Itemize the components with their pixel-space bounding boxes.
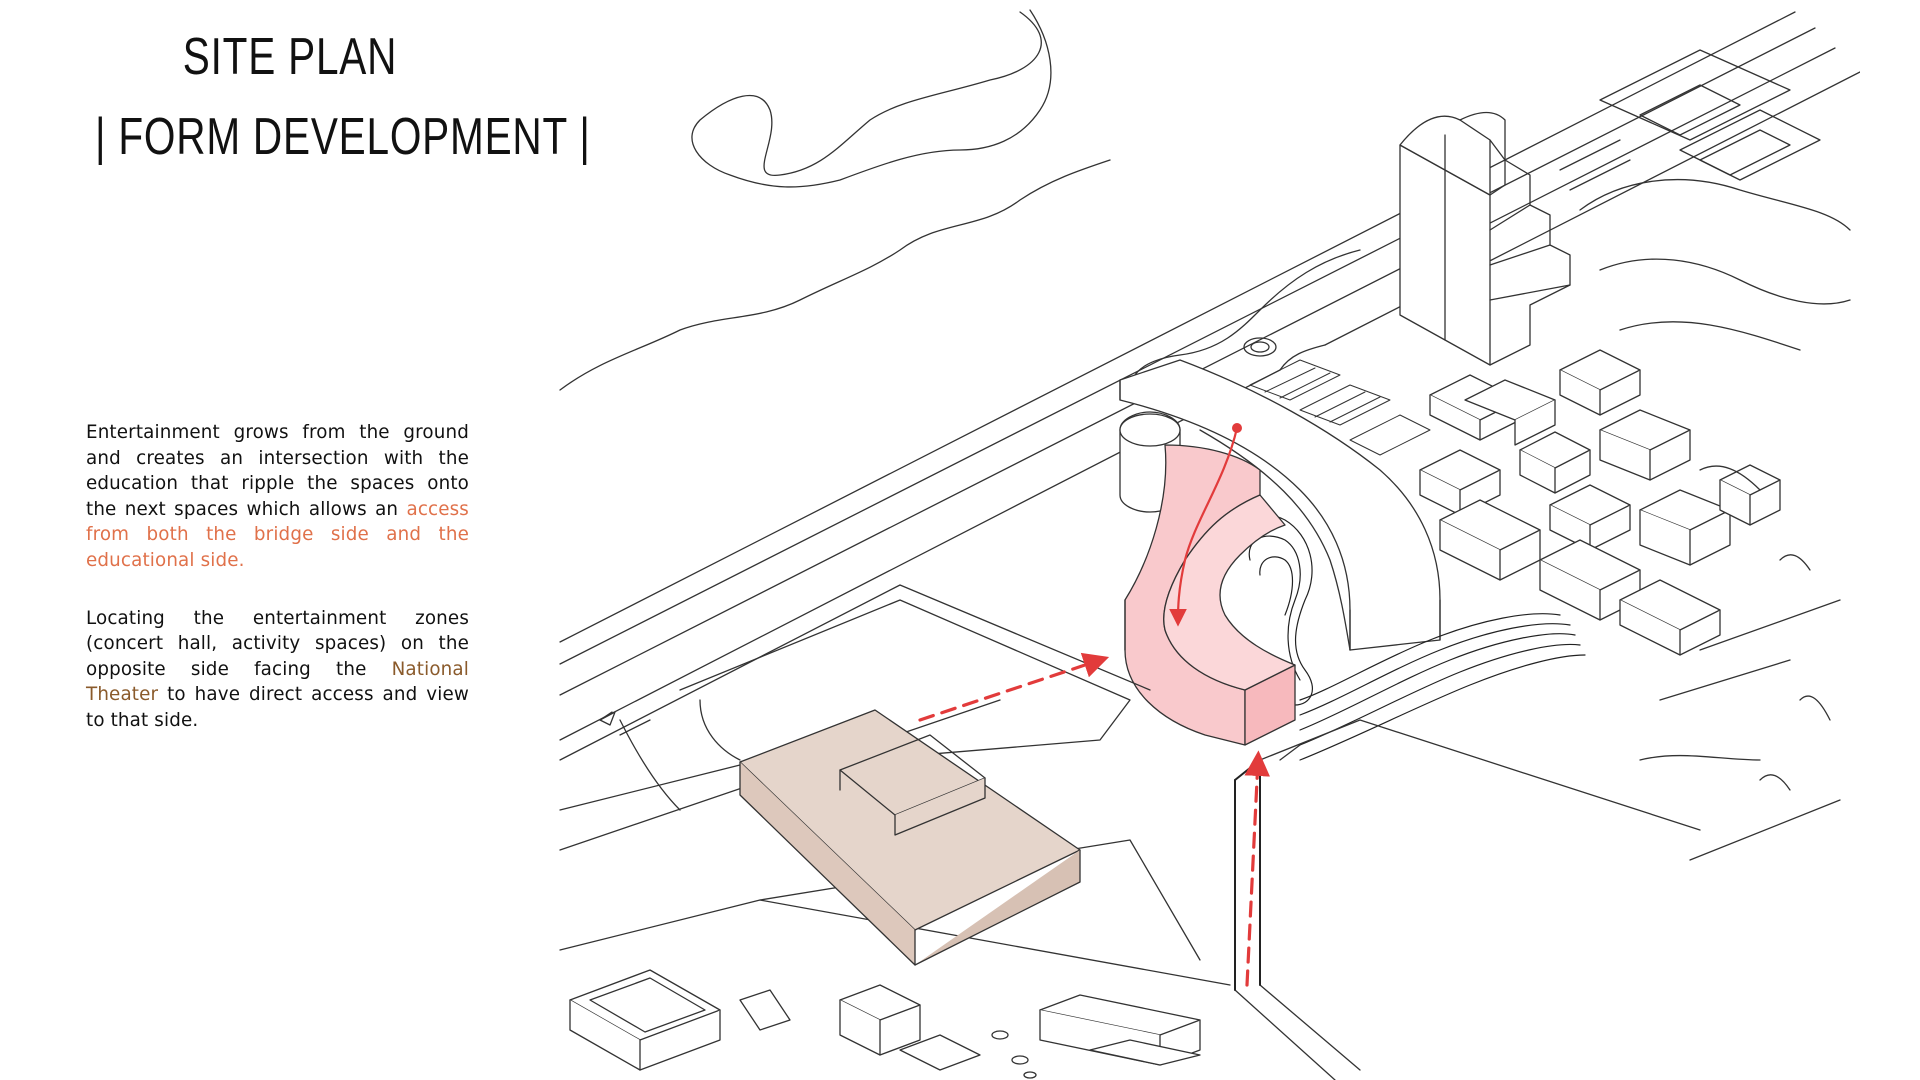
paragraph-1-highlight: access from both the bridge side and the… xyxy=(86,498,469,571)
parking-lots xyxy=(1249,359,1431,456)
ground-plots xyxy=(559,584,1841,1080)
upper-land-contour xyxy=(559,159,1111,391)
bottom-buildings xyxy=(569,969,1201,1079)
roundabout-outer xyxy=(1243,337,1277,357)
flow-arrow-curved xyxy=(1169,426,1239,627)
title-form-development: | FORM DEVELOPMENT | xyxy=(95,108,591,166)
access-arrow-from-theater xyxy=(918,652,1110,722)
road-edge-1 xyxy=(559,11,1796,643)
description-text: Entertainment grows from the ground and … xyxy=(86,420,469,766)
paragraph-2: Locating the entertainment zones (concer… xyxy=(86,606,469,734)
city-blocks-right xyxy=(1559,49,1851,351)
paragraph-2-highlight: National Theater xyxy=(86,658,469,706)
title-site-plan: SITE PLAN xyxy=(182,28,398,86)
road-edge-2 xyxy=(559,27,1816,665)
paragraph-1: Entertainment grows from the ground and … xyxy=(86,420,469,574)
site-plan-axonometric xyxy=(559,9,1860,1080)
paragraph-2-tail: to have direct access and view to that s… xyxy=(86,684,469,731)
shoreline-contour xyxy=(691,9,1052,188)
flow-arrow-origin xyxy=(1232,423,1242,433)
road-bend xyxy=(1279,344,1326,371)
roundabout-inner xyxy=(1250,341,1270,353)
low-rise-cluster xyxy=(1419,349,1781,656)
paragraph-2-text: Locating the entertainment zones (concer… xyxy=(86,607,469,680)
national-theater-mass xyxy=(739,709,1081,966)
paragraph-1-text: Entertainment grows from the ground and … xyxy=(86,422,469,520)
access-arrow-from-road xyxy=(1244,750,1271,987)
stepped-tower xyxy=(1399,111,1571,366)
slide-title: SITE PLAN | FORM DEVELOPMENT | xyxy=(40,22,591,172)
misc-landscape-lines xyxy=(599,465,1831,791)
bank-curve xyxy=(1131,249,1361,401)
entertainment-mass xyxy=(1124,444,1296,746)
